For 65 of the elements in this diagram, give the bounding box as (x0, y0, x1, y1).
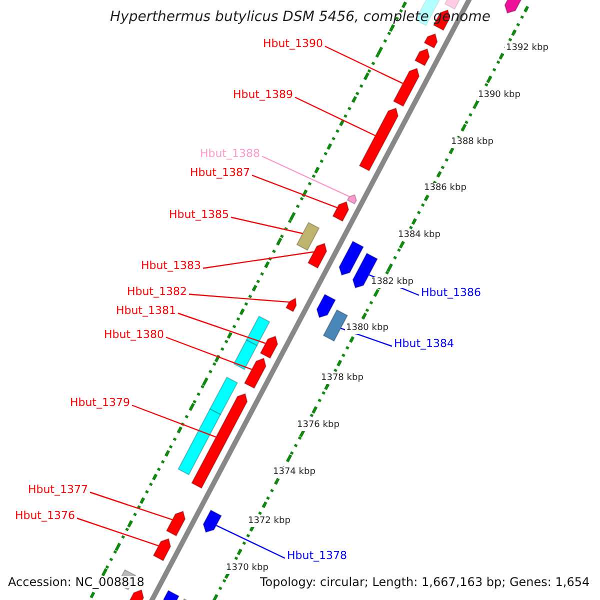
footer-text: Accession: NC_008818 (8, 576, 144, 588)
gene-feature (316, 294, 336, 318)
gene-feature (260, 336, 278, 359)
leader-line (324, 46, 404, 84)
scale-label: 1384 kbp (397, 230, 442, 241)
gene-feature (307, 242, 328, 269)
gene-label: Hbut_1386 (421, 287, 482, 298)
leader-line (262, 156, 350, 198)
gene-label: Hbut_1377 (28, 484, 88, 495)
gene-feature (358, 107, 399, 172)
leader-line (230, 216, 303, 234)
scale-label: 1392 kbp (505, 43, 550, 54)
gene-feature (392, 68, 420, 107)
scale-label: 1378 kbp (320, 373, 364, 384)
scale-label: 1374 kbp (272, 467, 316, 478)
gene-label: Hbut_1379 (70, 397, 130, 408)
gene-label: Hbut_1378 (287, 550, 348, 561)
gene-feature (191, 393, 248, 489)
gene-block (296, 222, 320, 251)
gene-label: Hbut_1380 (104, 329, 164, 340)
gene-feature (285, 297, 297, 312)
leader-line (90, 492, 173, 520)
scale-label: 1382 kbp (370, 277, 414, 288)
leader-line (188, 294, 290, 303)
leader-line (132, 404, 216, 438)
gene-block (178, 408, 222, 476)
gene-block (209, 376, 238, 416)
gene-feature (163, 590, 180, 600)
gene-label: Hbut_1383 (140, 260, 201, 271)
gene-feature (152, 538, 172, 562)
gene-block (322, 309, 348, 342)
leader-line (252, 174, 338, 208)
gene-label: Hbut_1388 (200, 148, 260, 159)
gene-block (233, 339, 258, 370)
gene-feature (244, 358, 266, 389)
scale-label: 1380 kbp (345, 323, 390, 334)
gene-block (246, 316, 270, 346)
leader-line (166, 336, 252, 370)
scale-label: 1376 kbp (296, 420, 340, 431)
scale-label: 1386 kbp (423, 183, 468, 194)
gene-feature (414, 48, 430, 66)
gene-label: Hbut_1389 (232, 89, 293, 100)
leader-line (178, 312, 266, 344)
gene-label: Hbut_1390 (262, 38, 323, 49)
scale-label: 1388 kbp (450, 137, 494, 148)
gene-label: Hbut_1384 (394, 338, 454, 349)
gene-feature (332, 201, 350, 222)
gene-feature (202, 509, 222, 533)
gene-feature (424, 33, 438, 49)
gene-feature (166, 510, 186, 537)
scale-label: 1390 kbp (477, 90, 522, 101)
scale-label: 1372 kbp (247, 516, 292, 527)
gene-feature (338, 240, 364, 276)
scale-label: 1370 kbp (225, 563, 270, 574)
leader-line (216, 524, 286, 559)
gene-label: Hbut_1385 (168, 209, 229, 220)
gene-label: Hbut_1382 (126, 286, 187, 297)
gene-label: Hbut_1376 (14, 510, 75, 521)
gene-label: Hbut_1381 (116, 305, 176, 316)
leader-line (294, 96, 376, 136)
gene-feature (346, 194, 357, 204)
footer-text: Topology: circular; Length: 1,667,163 bp; Genes: 1,654 (260, 576, 590, 588)
leader-line (202, 251, 314, 269)
gene-label: Hbut_1387 (190, 167, 250, 178)
leader-line (76, 518, 159, 546)
